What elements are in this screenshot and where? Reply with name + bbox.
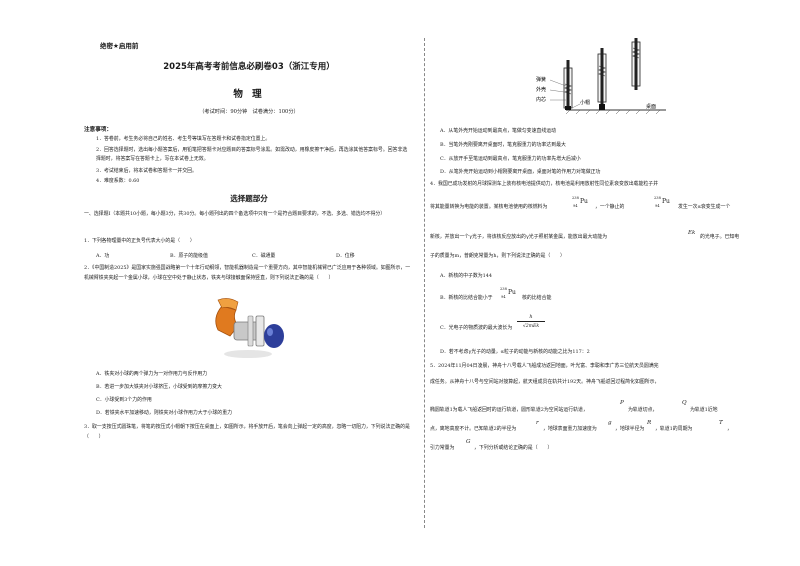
q2-option-c: C．小球受到3个力的作用 <box>96 397 152 403</box>
symbol-big-g: G <box>466 439 471 445</box>
q5-line: 引力常量为 <box>430 445 455 451</box>
q2-option-a: A．铁夹对小球的两个弹力为一对作用力与反作用力 <box>96 371 208 377</box>
q4-option-c: C．光电子的物质波的最大波长为 <box>440 325 513 331</box>
q4-option-a: A．新核的中子数为144 <box>440 273 492 279</box>
q5-line: 点，离地高度不计。已知轨道2的半径为 <box>430 426 517 432</box>
q5-line: 5．2024年11月04日凌晨，神舟十八号载人飞船成功返回地面，叶光富、李聪和李… <box>430 363 659 369</box>
q4-stem-line: 新核，并放出一个γ光子，将该核反应放出的γ光子照射某金属，能放出最大动能为 <box>430 234 608 240</box>
q4-stem-line: 的光电子。已知电 <box>700 234 740 240</box>
section-intro: 一、选择题Ⅰ（本题共10小题，每小题3分，共30分。每小题列出的四个备选项中只有… <box>84 211 386 217</box>
symbol-big-r: R <box>647 420 652 426</box>
q2-option-d: D．若铁夹水平加速移动，则铁夹对小球作用力大于小球的重力 <box>96 410 232 416</box>
label-cap: 小帽 <box>580 99 590 106</box>
subject-title: 物 理 <box>233 89 265 100</box>
label-shell: 外壳 <box>536 86 546 93</box>
symbol-q: Q <box>682 400 687 406</box>
q5-line: 椭圆轨道1为载人飞船返回时的运行轨道，圆形轨道2为空间站运行轨道， <box>430 407 588 413</box>
exam-info: （考试时间：90分钟 试卷满分：100分） <box>199 109 299 115</box>
label-spring: 弹簧 <box>536 76 546 83</box>
section-title: 选择题部分 <box>230 194 268 203</box>
q1-stem: 1．下列各物理量中的正负号代表大小的是（ ） <box>84 238 195 244</box>
q4-option-b: B．新核的比结合能小于 <box>440 295 493 301</box>
notes-heading: 注意事项： <box>84 127 112 133</box>
symbol-t: T <box>719 420 723 426</box>
q1-option-d: D．位移 <box>336 253 355 259</box>
secret-label: 绝密★启用前 <box>100 42 139 50</box>
robot-arm-figure <box>215 298 284 358</box>
label-core: 内芯 <box>536 96 546 103</box>
q5-line: ，地球半径为 <box>615 426 645 432</box>
q4-stem-line: ，一个静止的 <box>595 204 625 210</box>
note-item: 4．难度系数：0.60 <box>96 178 140 184</box>
note-item: 2．回答选择题时，选出每小题答案后，用铅笔把答题卡对应题目的答案标号涂黑。如需改… <box>96 147 408 162</box>
nuclide-pu: 238 94 Pu <box>572 196 588 208</box>
note-item: 3．考试结束后，将本试卷和答题卡一并交回。 <box>96 168 197 174</box>
q2-option-b: B．若进一步加大铁夹对小球挤压，小球受到的摩擦力变大 <box>96 384 222 390</box>
q5-line: ，下列分析或结论正确的是（ ） <box>474 445 553 451</box>
q3-option-a: A．从笔外壳开始运动到最高点，笔做匀变速直线运动 <box>440 128 557 134</box>
q1-option-a: A．功 <box>96 253 110 259</box>
q2-stem: 2．《中国制造2025》是国家实施强国战略第一个十年行动纲领，智能机器制造是一个… <box>84 265 411 281</box>
symbol-p: P <box>620 400 624 406</box>
q4-stem-line: 将其能量转换为电能的装置。某核电池使用的核燃料为 <box>430 204 548 210</box>
nuclide-pu: 238 94 Pu <box>654 196 670 208</box>
q5-line: ，轨道1的周期为 <box>655 426 693 432</box>
note-item: 1．答卷前，考生务必将自己的姓名、考生号等填写在答题卡和试卷指定位置上。 <box>96 136 271 142</box>
label-table: 桌面 <box>646 103 656 110</box>
q3-option-c: C．从放开手至笔运动到最高点，笔克服重力的功率先增大后减小 <box>440 156 581 162</box>
q5-line: 为轨道1近地 <box>690 407 718 413</box>
q5-line: ，地球表面重力加速度为 <box>543 426 597 432</box>
q5-line: 成任务。从神舟十八号与空间站对接算起，航天组成员在轨共计192天。神舟飞船返回过… <box>430 379 660 385</box>
q4-stem-line: 发生一次α衰变生成一个 <box>678 204 731 210</box>
q4-option-d: D．若不考虑γ光子的动量，α粒子的动能与新核的动能之比为117：2 <box>440 349 590 355</box>
column-divider <box>424 38 425 528</box>
q1-option-b: B．原子的能级值 <box>170 253 208 259</box>
exam-title: 2025年高考考前信息必刷卷03（浙江专用） <box>163 62 335 72</box>
nuclide-pu: 238 94 Pu <box>500 287 516 299</box>
ek-symbol: Ek <box>688 230 696 236</box>
wavelength-formula: h √2mEk <box>517 313 545 335</box>
q3-option-d: D．从笔外壳开始运动到小帽刚要离开桌面，桌面对笔的作用力对笔做正功 <box>440 169 601 175</box>
symbol-g: g <box>608 420 612 426</box>
q4-stem-line: 4．我国已成功发射的月球探测车上装有核电池提供动力，核电池是利用放射性同位素衰变… <box>430 181 659 187</box>
q4-option-b-tail: 核的比结合能 <box>522 295 552 301</box>
pen-figure: 弹簧 外壳 内芯 小帽 桌面 <box>536 38 666 115</box>
q1-option-c: C．磁通量 <box>252 253 276 259</box>
symbol-r: r <box>536 420 539 426</box>
q4-stem-line: 子的质量为m，普朗克常量为h，则下列说法正确的是（ ） <box>430 253 565 259</box>
q5-line: 为轨道切点， <box>628 407 658 413</box>
q5-line: ， <box>727 426 732 432</box>
q3-stem: 3．取一支按压式圆珠笔，将笔的按压式小帽朝下按压在桌面上，如图所示，将手放开后，… <box>84 424 410 440</box>
q3-option-b: B．当笔外壳刚要离开桌面时，笔克服重力的功率达到最大 <box>440 142 566 148</box>
